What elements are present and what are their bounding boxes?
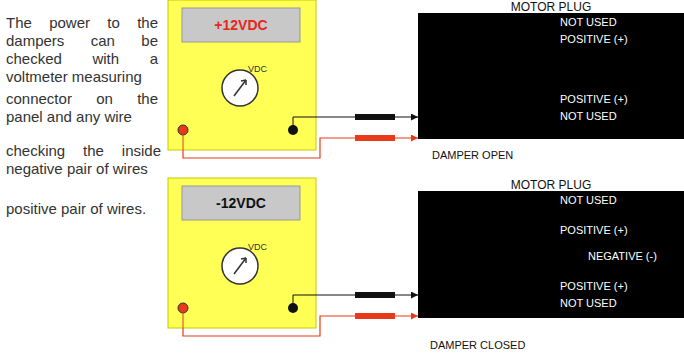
meter-display xyxy=(182,8,300,42)
pin-label: NOT USED xyxy=(560,110,617,123)
state-caption: DAMPER OPEN xyxy=(432,146,513,164)
meter-body xyxy=(168,178,316,328)
pin-label: NOT USED xyxy=(560,16,617,29)
meter-details xyxy=(168,0,316,150)
pin-label: NOT USED xyxy=(560,297,617,310)
plug-body xyxy=(418,191,684,318)
red-lead xyxy=(183,308,184,328)
probe-wire xyxy=(316,116,418,117)
dial-unit: VDC xyxy=(248,242,267,252)
probe-wire xyxy=(183,316,418,336)
black-lead xyxy=(293,117,316,130)
meter-needle xyxy=(234,258,246,274)
pin-label: NOT USED xyxy=(560,194,617,207)
probe-wire xyxy=(316,294,418,295)
pin-label: NEGATIVE (-) xyxy=(588,250,657,263)
instruction-text: positive pair of wires. xyxy=(6,200,166,218)
meter-dial xyxy=(222,70,258,106)
meter-reading: +12VDC xyxy=(182,8,300,42)
dial-unit: VDC xyxy=(248,64,267,74)
meter-needle xyxy=(234,80,246,96)
instruction-text: connector on the panel and any wire xyxy=(6,90,158,126)
instruction-text: The power to the dampers can be checked … xyxy=(6,14,158,86)
meter-dial xyxy=(222,248,258,284)
motor-plug: MOTOR PLUG NOT USED POSITIVE (+) NEGATIVE (… xyxy=(418,178,684,318)
voltmeter: +12VDC VDC xyxy=(168,0,316,150)
pin-label: POSITIVE (+) xyxy=(560,224,628,237)
meter-display xyxy=(182,186,300,220)
probe-wire xyxy=(183,138,418,158)
meter-details xyxy=(168,178,316,328)
plug-heading: MOTOR PLUG xyxy=(418,1,684,13)
pin-label: POSITIVE (+) xyxy=(560,33,628,46)
pin-label: POSITIVE (+) xyxy=(560,93,628,106)
motor-plug: MOTOR PLUG NOT USED POSITIVE (+) POSITIVE (… xyxy=(418,0,684,139)
meter-reading: -12VDC xyxy=(182,186,300,220)
black-lead xyxy=(293,295,316,308)
voltmeter: -12VDC VDC xyxy=(168,178,316,328)
meter-body xyxy=(168,0,316,150)
state-caption: DAMPER CLOSED xyxy=(430,336,525,354)
pin-label: POSITIVE (+) xyxy=(560,280,628,293)
plug-body xyxy=(418,13,684,139)
instruction-text: checking the inside negative pair of wir… xyxy=(6,142,161,178)
plug-heading: MOTOR PLUG xyxy=(418,179,684,191)
red-lead xyxy=(183,130,184,150)
